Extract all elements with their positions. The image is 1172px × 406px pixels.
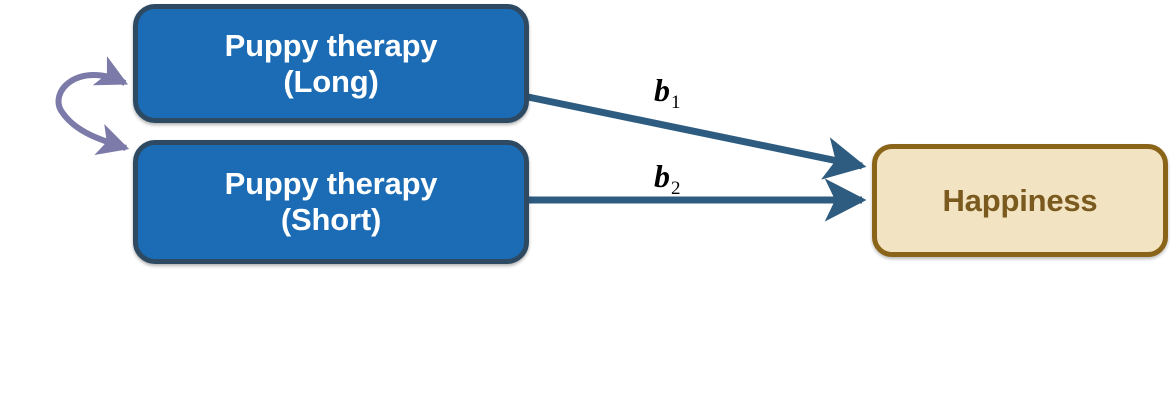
node-puppy-therapy-long-label: Puppy therapy (Long) xyxy=(224,27,438,99)
path-label-b2: b2 xyxy=(654,160,681,198)
path-label-b1-subscript: 1 xyxy=(671,92,681,114)
node-puppy-therapy-long[interactable]: Puppy therapy (Long) xyxy=(133,4,529,123)
correlation-curve xyxy=(55,56,130,155)
path-label-b1-symbol: b xyxy=(654,72,670,108)
path-arrow-b1 xyxy=(527,93,867,180)
path-label-b2-symbol: b xyxy=(654,158,670,194)
path-label-b1: b1 xyxy=(654,74,681,112)
node-puppy-therapy-short[interactable]: Puppy therapy (Short) xyxy=(133,140,529,264)
node-puppy-therapy-short-label: Puppy therapy (Short) xyxy=(224,166,438,237)
node-happiness-label: Happiness xyxy=(942,182,1098,218)
path-label-b2-subscript: 2 xyxy=(671,178,681,200)
node-happiness[interactable]: Happiness xyxy=(872,144,1168,257)
